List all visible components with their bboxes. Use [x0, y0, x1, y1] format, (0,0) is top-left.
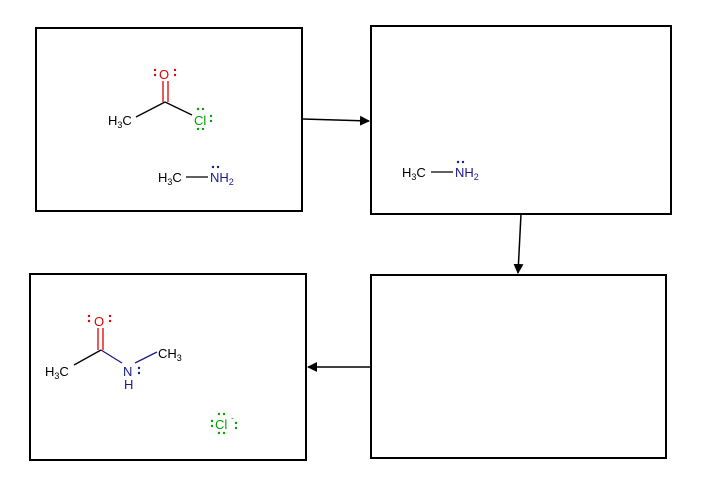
- charge-negative: -: [231, 413, 234, 423]
- atom-n-methyl: CH3: [158, 346, 182, 363]
- bond-c-cl: [164, 101, 193, 116]
- lone-pair-oxygen: [153, 68, 177, 77]
- atom-oxygen: O: [159, 67, 169, 82]
- atom-methyl: H3C: [108, 113, 132, 130]
- atom-chlorine: Cl: [215, 417, 227, 432]
- panel-step1: [370, 25, 672, 215]
- atom-nitrogen: NH2: [210, 170, 234, 187]
- atom-nitrogen: NH2: [455, 165, 479, 182]
- atom-methyl: H3C: [158, 170, 182, 187]
- atom-nitrogen-hydrogen: H: [124, 377, 133, 392]
- molecule-n-methylacetamide: H3C O N H CH3: [45, 314, 182, 392]
- molecule-methylamine-reactant: H3C NH2: [158, 165, 234, 187]
- panel-products: [29, 273, 307, 461]
- bond-ch3-c: [135, 101, 166, 118]
- atom-nitrogen: N: [123, 364, 132, 379]
- arrow-step1-to-step2: [513, 213, 524, 274]
- lone-pair-chlorine: [196, 107, 213, 131]
- lone-pair-chlorine: [210, 412, 238, 435]
- bond-ch3-c: [73, 349, 102, 366]
- atom-methyl: H3C: [45, 364, 69, 381]
- atom-oxygen: O: [94, 314, 104, 329]
- bond-n-ch3: [134, 351, 158, 364]
- atom-chlorine: Cl: [194, 113, 206, 128]
- molecule-acetyl-chloride: H3C O Cl: [108, 67, 213, 131]
- atom-methyl: H3C: [402, 165, 426, 182]
- ion-chloride: Cl -: [210, 412, 238, 435]
- lone-pair-nitrogen: [137, 366, 141, 375]
- lone-pair-nitrogen: [456, 160, 465, 164]
- molecule-methylamine-step1: H3C NH2: [402, 160, 479, 182]
- lone-pair-oxygen: [87, 314, 112, 323]
- panel-reactants: [35, 27, 303, 212]
- lone-pair-nitrogen: [211, 165, 220, 169]
- arrow-reactants-to-step1: [302, 115, 370, 126]
- panel-step2: [370, 274, 667, 459]
- bond-c-n: [100, 349, 123, 364]
